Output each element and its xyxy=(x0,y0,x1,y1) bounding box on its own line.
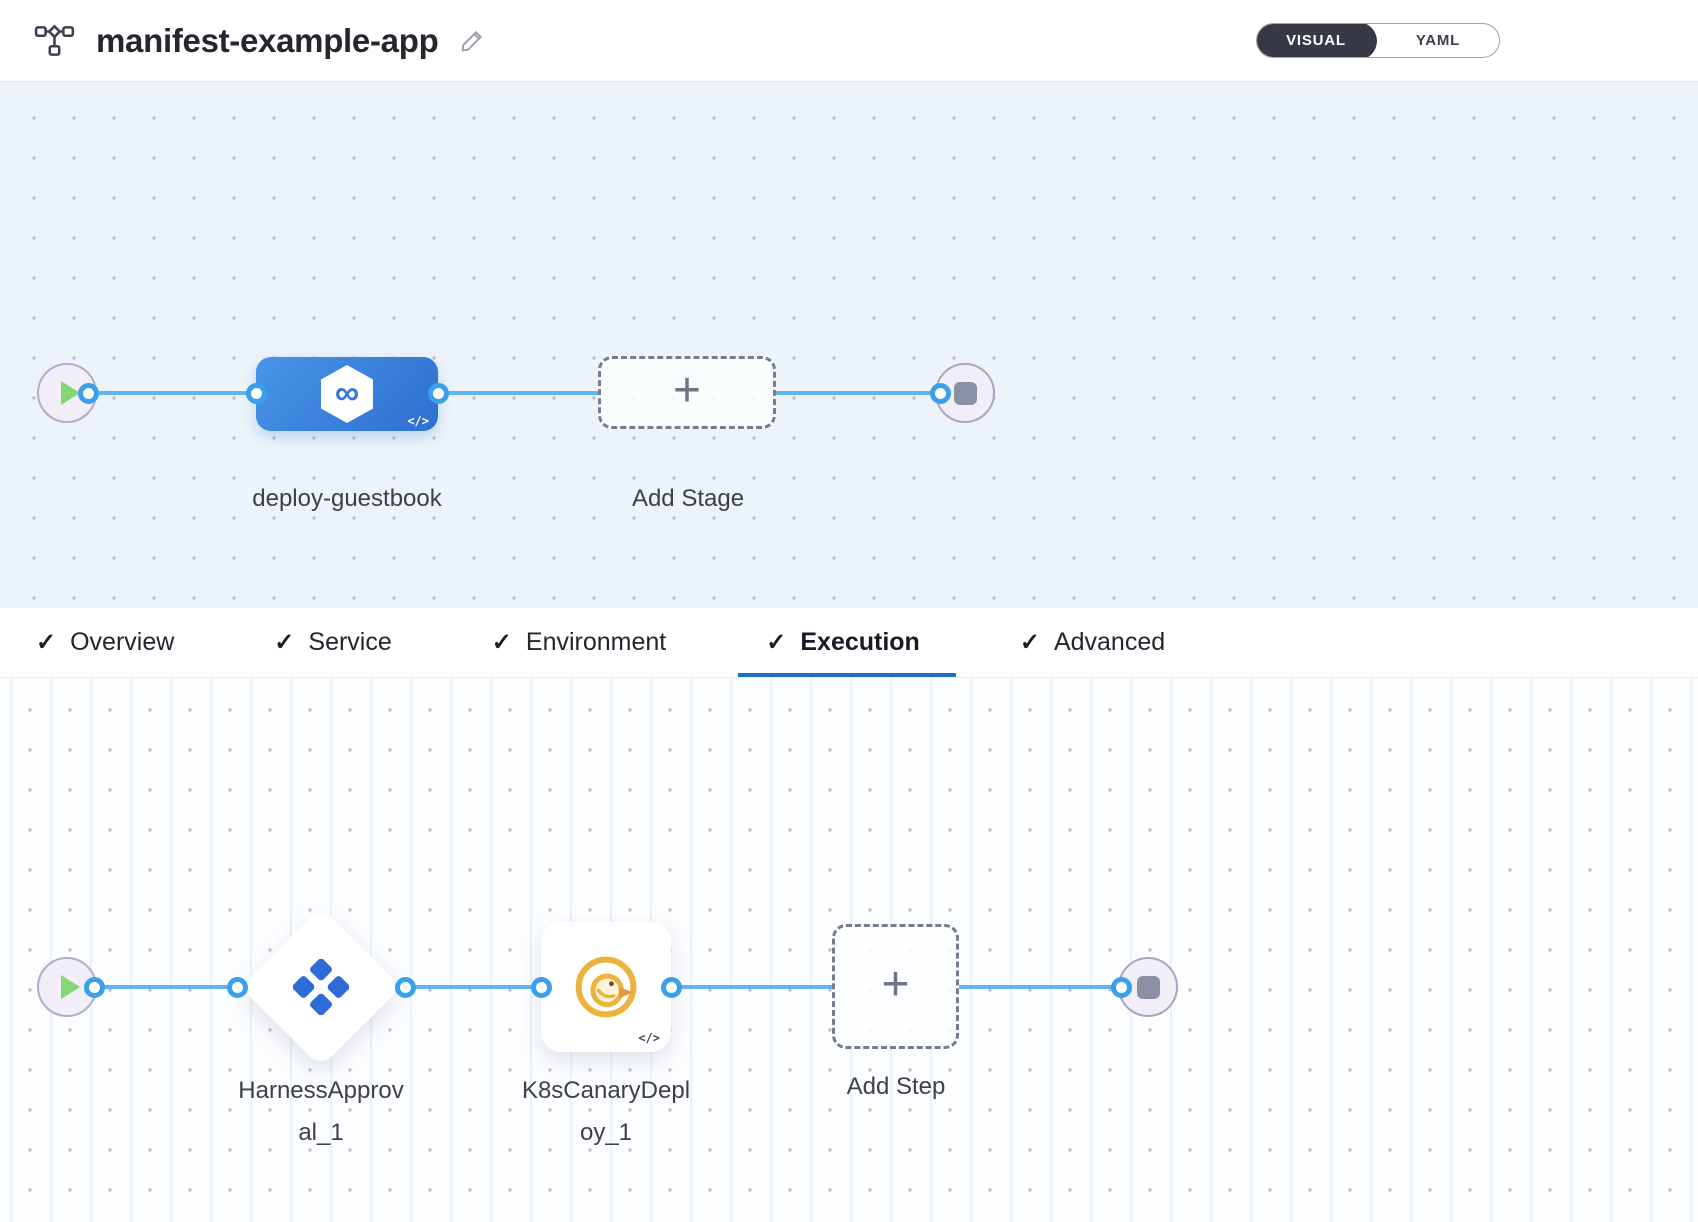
add-stage-button[interactable]: + xyxy=(598,356,776,429)
port xyxy=(395,977,416,998)
wire-canary-addstep xyxy=(671,985,832,989)
execution-start-node xyxy=(37,957,97,1017)
step-node-harness-approval[interactable] xyxy=(240,906,402,1068)
port xyxy=(1111,977,1132,998)
port xyxy=(246,383,267,404)
port xyxy=(428,383,449,404)
tab-execution[interactable]: ✓ Execution xyxy=(738,608,956,677)
page-title: manifest-example-app xyxy=(96,21,439,59)
step-label-approval: HarnessApproval_1 xyxy=(238,1077,404,1146)
tab-service[interactable]: ✓ Service xyxy=(274,628,392,656)
pencil-icon xyxy=(462,30,483,51)
wire-start-stage xyxy=(88,391,256,395)
tab-advanced[interactable]: ✓ Advanced xyxy=(1019,628,1166,656)
stage-config-tabbar: ✓ Overview ✓ Service ✓ Environment ✓ Exe… xyxy=(0,608,1698,678)
stage-label: deploy-guestbook xyxy=(252,485,442,512)
infinity-icon: ∞ xyxy=(334,374,360,412)
plus-icon: + xyxy=(672,363,702,417)
approval-icon xyxy=(293,959,349,1015)
wire-stage-addstage xyxy=(438,391,599,395)
play-icon xyxy=(61,975,80,999)
port xyxy=(227,977,248,998)
pipeline-icon xyxy=(34,24,75,56)
tab-environment[interactable]: ✓ Environment xyxy=(491,628,667,656)
port xyxy=(531,977,552,998)
wire-approval-canary xyxy=(405,985,541,989)
stop-icon xyxy=(953,381,977,405)
wire-addstep-end xyxy=(959,985,1121,989)
stage-node-deploy-guestbook[interactable]: ∞ </> xyxy=(256,357,438,431)
check-icon: ✓ xyxy=(1019,629,1040,656)
execution-end-node xyxy=(1118,957,1178,1017)
step-label-canary: K8sCanaryDeploy_1 xyxy=(521,1077,691,1146)
port xyxy=(78,383,99,404)
toggle-yaml[interactable]: YAML xyxy=(1415,32,1461,49)
cd-hexagon-icon: ∞ xyxy=(321,365,373,423)
toggle-visual[interactable]: VISUAL xyxy=(1256,24,1377,57)
check-icon: ✓ xyxy=(491,629,512,656)
wire-addstage-end xyxy=(776,391,940,395)
view-mode-toggle: VISUAL YAML xyxy=(1255,23,1500,58)
play-icon xyxy=(61,381,80,405)
canary-icon xyxy=(575,956,637,1018)
wire-start-approval xyxy=(94,985,237,989)
stage-graph-canvas[interactable]: ∞ </> deploy-guestbook + Add Stage xyxy=(0,82,1698,608)
code-icon[interactable]: </> xyxy=(407,414,429,428)
check-icon: ✓ xyxy=(36,629,57,656)
port xyxy=(84,977,105,998)
add-step-button[interactable]: + xyxy=(832,924,959,1049)
execution-graph-canvas[interactable]: HarnessApproval_1 </> K8sCanaryDeploy_1 … xyxy=(0,678,1698,1222)
add-stage-label: Add Stage xyxy=(631,485,745,512)
edit-title-button[interactable] xyxy=(458,26,488,56)
stop-icon xyxy=(1136,975,1160,999)
step-node-k8s-canary[interactable]: </> xyxy=(541,922,671,1052)
tab-overview[interactable]: ✓ Overview xyxy=(36,628,175,656)
header: manifest-example-app VISUAL YAML xyxy=(0,0,1698,82)
code-icon[interactable]: </> xyxy=(638,1031,660,1045)
plus-icon: + xyxy=(881,957,910,1011)
check-icon: ✓ xyxy=(274,629,295,656)
check-icon: ✓ xyxy=(766,629,787,656)
port xyxy=(661,977,682,998)
port xyxy=(930,383,951,404)
add-step-label: Add Step xyxy=(846,1073,946,1100)
